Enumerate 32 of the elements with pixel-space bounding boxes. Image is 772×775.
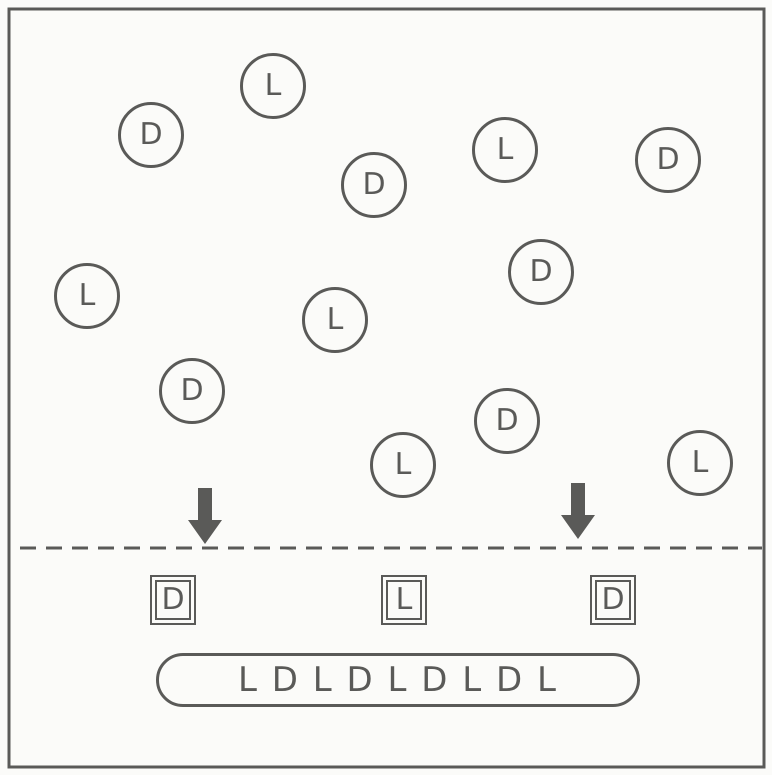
node-letter: D xyxy=(139,120,163,150)
circle-node xyxy=(472,117,538,183)
circle-node xyxy=(667,430,733,496)
circle-node xyxy=(474,388,540,454)
node-letter: L xyxy=(394,450,412,480)
square-node xyxy=(590,575,636,625)
node-letter: D xyxy=(529,257,553,287)
node-letter: D xyxy=(180,376,204,406)
square-node xyxy=(381,575,427,625)
node-letter: D xyxy=(161,585,185,615)
circle-node xyxy=(370,432,436,498)
square-node xyxy=(150,575,196,625)
node-letter: L xyxy=(264,71,282,101)
node-letter: L D L D L D L D L xyxy=(238,663,558,697)
node-letter: L xyxy=(326,305,344,335)
circle-node xyxy=(159,358,225,424)
node-letter: D xyxy=(601,585,625,615)
sequence-pill xyxy=(156,653,640,707)
circle-node xyxy=(240,53,306,119)
node-letter: D xyxy=(656,145,680,175)
circle-node xyxy=(508,239,574,305)
node-letter: D xyxy=(495,406,519,436)
node-letter: L xyxy=(396,585,412,615)
node-letter: L xyxy=(692,448,708,478)
circle-node xyxy=(54,263,120,329)
node-letter: D xyxy=(362,170,386,200)
circle-node xyxy=(302,287,368,353)
node-letter: L xyxy=(78,281,96,311)
node-letter: L xyxy=(496,135,514,165)
circle-node xyxy=(118,102,184,168)
circle-node xyxy=(635,127,701,193)
circle-node xyxy=(341,152,407,218)
